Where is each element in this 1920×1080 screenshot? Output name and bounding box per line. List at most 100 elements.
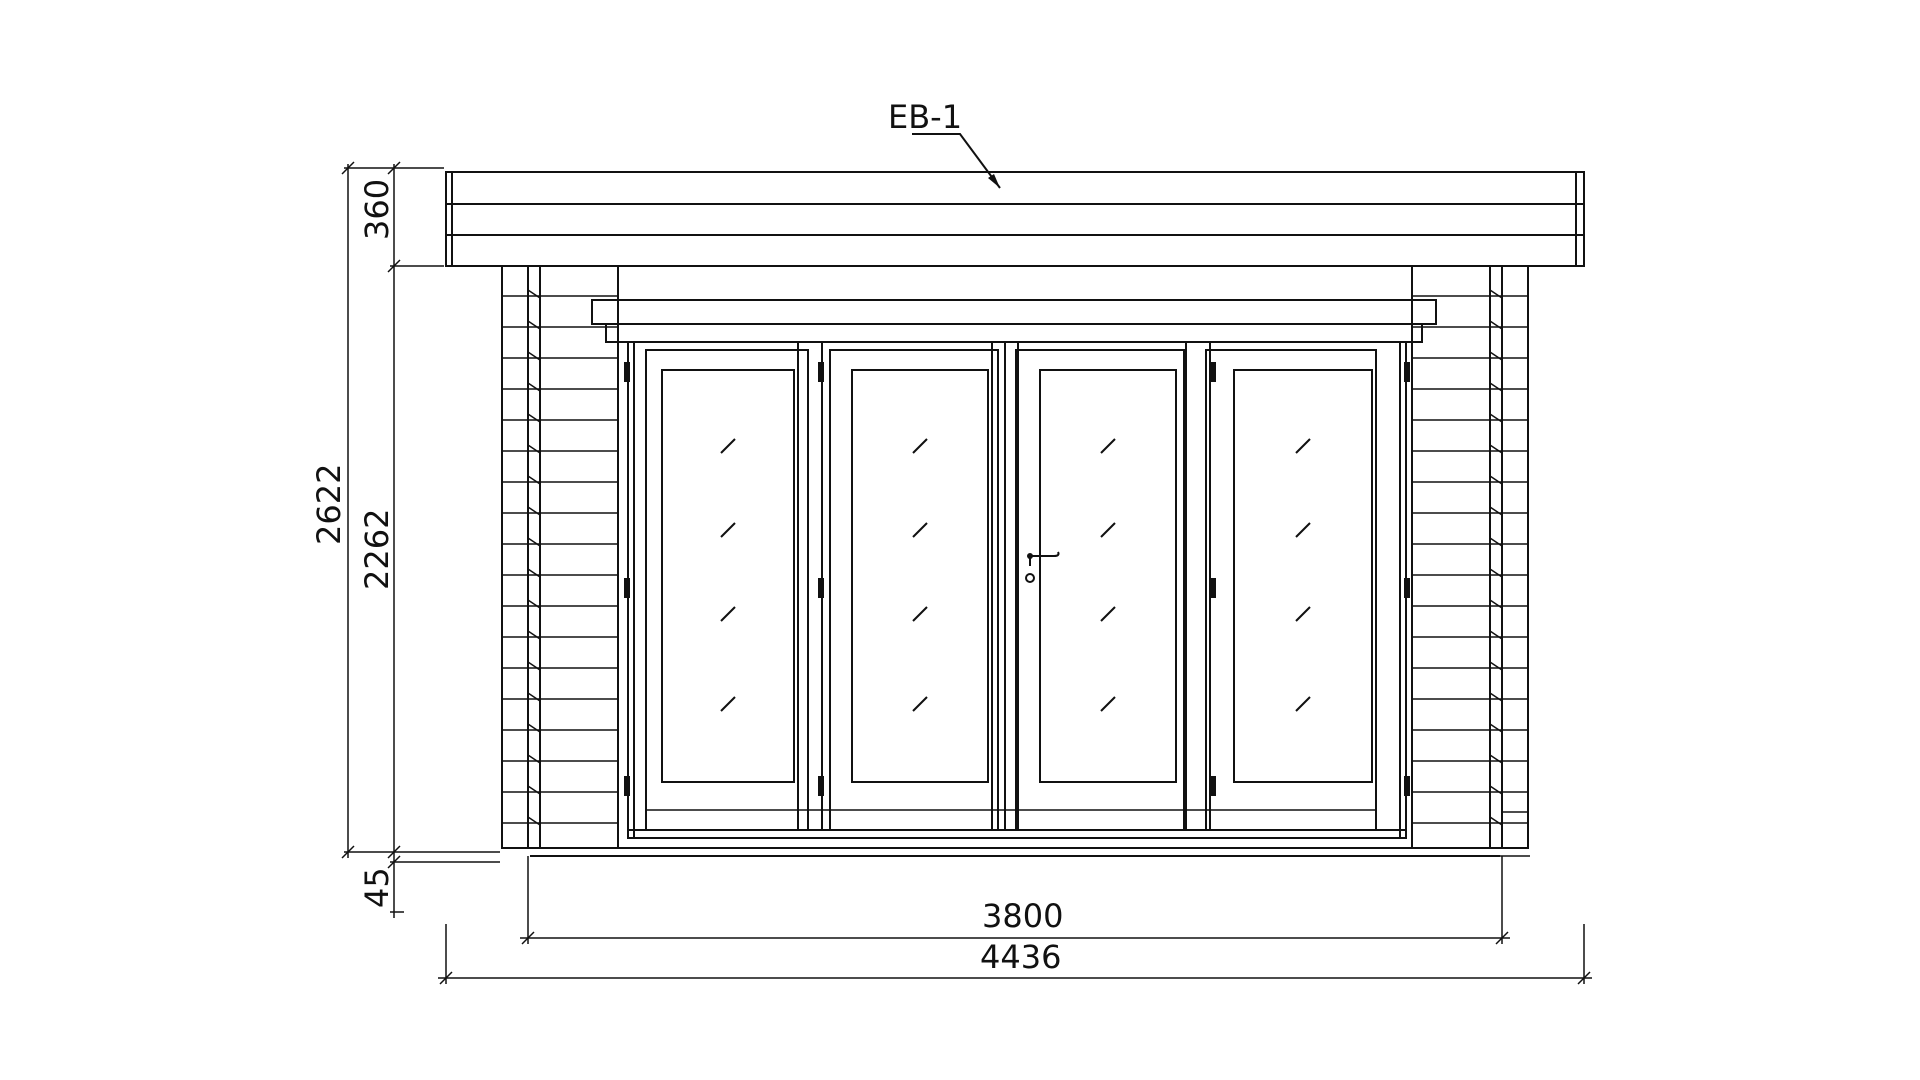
corner-notch: [1489, 382, 1503, 392]
fascia-outline: [445, 171, 1585, 267]
vertical-dimensions: 360 2622 2262 45: [310, 161, 500, 918]
corner-notch: [527, 692, 541, 702]
glass-reflection-mark: [912, 696, 928, 712]
glass-pane-4: [1233, 369, 1373, 783]
corner-foot: [1501, 811, 1529, 849]
door-leaf-4: [1205, 349, 1377, 831]
dim-tick: [341, 161, 355, 175]
corner-notch: [527, 351, 541, 361]
dim-tick: [387, 845, 401, 859]
corner-notch: [527, 289, 541, 299]
corner-notch: [1489, 351, 1503, 361]
corner-notch: [1489, 630, 1503, 640]
roof-fascia: [445, 171, 1585, 267]
corner-notch: [1489, 816, 1503, 826]
corner-notch: [1489, 475, 1503, 485]
door-leaf-1: [645, 349, 809, 831]
callout-leader-line: [912, 133, 1001, 189]
callout-arrowhead: [988, 174, 1000, 188]
corner-notch: [527, 816, 541, 826]
corner-notch: [1489, 289, 1503, 299]
corner-notch: [1489, 692, 1503, 702]
hinge-icon: [818, 578, 824, 598]
corner-notch: [1489, 723, 1503, 733]
dim-label-floor-offset: 45: [358, 867, 396, 908]
corner-notch: [527, 599, 541, 609]
hinge-icon: [624, 362, 630, 382]
corner-notch: [1489, 506, 1503, 516]
glass-pane-3: [1039, 369, 1177, 783]
horizontal-dimensions: 3800 4436: [438, 856, 1592, 985]
corner-notch: [527, 444, 541, 454]
dim-label-fascia: 360: [358, 179, 396, 240]
corner-notch: [1489, 320, 1503, 330]
hinges: [624, 362, 1410, 796]
corner-notch: [527, 661, 541, 671]
corner-notch: [527, 785, 541, 795]
glass-pane-2: [851, 369, 989, 783]
door-leaf-2: [829, 349, 999, 831]
dim-label-wall-height: 2262: [358, 509, 396, 590]
hinge-icon: [1404, 578, 1410, 598]
glass-pane-1: [661, 369, 795, 783]
glass-reflection-mark: [720, 438, 736, 454]
dim-tick: [439, 971, 453, 985]
corner-notch: [527, 506, 541, 516]
glass-reflection-mark: [1100, 522, 1116, 538]
glass-reflection-mark: [1295, 606, 1311, 622]
hinge-icon: [1404, 776, 1410, 796]
dim-tick: [387, 259, 401, 273]
glass-reflection-mark: [1100, 606, 1116, 622]
glass-reflection-mark: [912, 438, 928, 454]
glass-reflection-mark: [1295, 522, 1311, 538]
corner-notch: [527, 413, 541, 423]
glass-reflection-mark: [1295, 696, 1311, 712]
corner-notch: [1489, 599, 1503, 609]
wall-left: [501, 265, 619, 849]
door-leaf-3: [1015, 349, 1185, 831]
dim-tick: [341, 845, 355, 859]
hinge-icon: [624, 776, 630, 796]
corner-notch: [1489, 537, 1503, 547]
glass-reflection-mark: [720, 606, 736, 622]
wall-right: [1411, 265, 1529, 849]
door-header: [591, 299, 1437, 343]
corner-notch: [527, 475, 541, 485]
corner-notch: [1489, 785, 1503, 795]
corner-notch: [1489, 661, 1503, 671]
corner-notch: [527, 568, 541, 578]
corner-notch: [527, 382, 541, 392]
glass-reflection-mark: [1295, 438, 1311, 454]
glass-reflection-mark: [1100, 696, 1116, 712]
corner-notch: [527, 537, 541, 547]
glazed-doors: [645, 341, 1377, 831]
hinge-icon: [1210, 362, 1216, 382]
callout: EB-1: [888, 98, 1001, 189]
dim-label-wall-width: 3800: [982, 897, 1063, 935]
header-beam: [591, 299, 1437, 325]
hinge-icon: [818, 776, 824, 796]
glass-reflection-mark: [1100, 438, 1116, 454]
hinge-icon: [818, 362, 824, 382]
hinge-icon: [1210, 578, 1216, 598]
dim-tick: [1495, 931, 1509, 945]
header-trim: [605, 323, 1423, 343]
glass-reflection-mark: [912, 606, 928, 622]
door-handle-icon: [1025, 551, 1060, 583]
dim-tick: [1577, 971, 1591, 985]
base: [502, 811, 1530, 857]
corner-notch: [1489, 413, 1503, 423]
corner-notch: [1489, 754, 1503, 764]
hinge-icon: [1404, 362, 1410, 382]
corner-notch: [527, 630, 541, 640]
hinge-icon: [624, 578, 630, 598]
hinge-icon: [1210, 776, 1216, 796]
callout-label: EB-1: [888, 98, 962, 136]
glass-reflection-mark: [720, 522, 736, 538]
corner-notch: [527, 754, 541, 764]
glass-reflection-mark: [720, 696, 736, 712]
dim-label-overall-width: 4436: [980, 938, 1061, 976]
corner-notch: [527, 320, 541, 330]
dim-tick: [521, 931, 535, 945]
